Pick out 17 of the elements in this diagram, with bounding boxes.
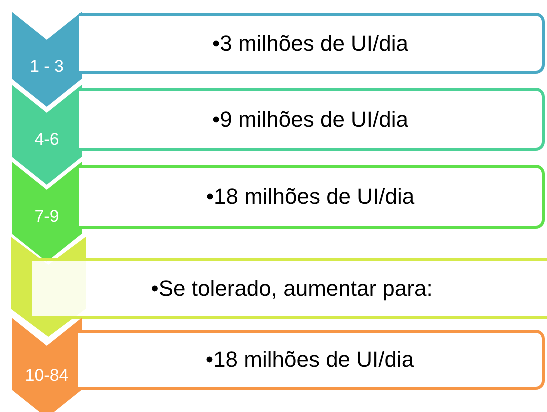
step-tab (12, 12, 82, 107)
dose-text: •18 milhões de UI/dia (206, 347, 414, 373)
dose-text: •18 milhões de UI/dia (206, 184, 415, 210)
step-label: 1 - 3 (28, 57, 66, 77)
step-label: 10-84 (24, 366, 70, 386)
text-box (79, 165, 545, 229)
text-box (78, 330, 545, 390)
text-box (79, 88, 545, 151)
step-label: 4-6 (34, 130, 60, 150)
step-tab (12, 85, 82, 185)
dose-text: •9 milhões de UI/dia (212, 106, 409, 132)
step-label: 7-9 (34, 207, 60, 227)
text-box (32, 258, 547, 319)
dose-text: •3 milhões de UI/dia (212, 30, 409, 56)
step-tab (12, 318, 82, 412)
text-box (79, 13, 545, 74)
dose-text: •Se tolerado, aumentar para: (151, 276, 433, 302)
